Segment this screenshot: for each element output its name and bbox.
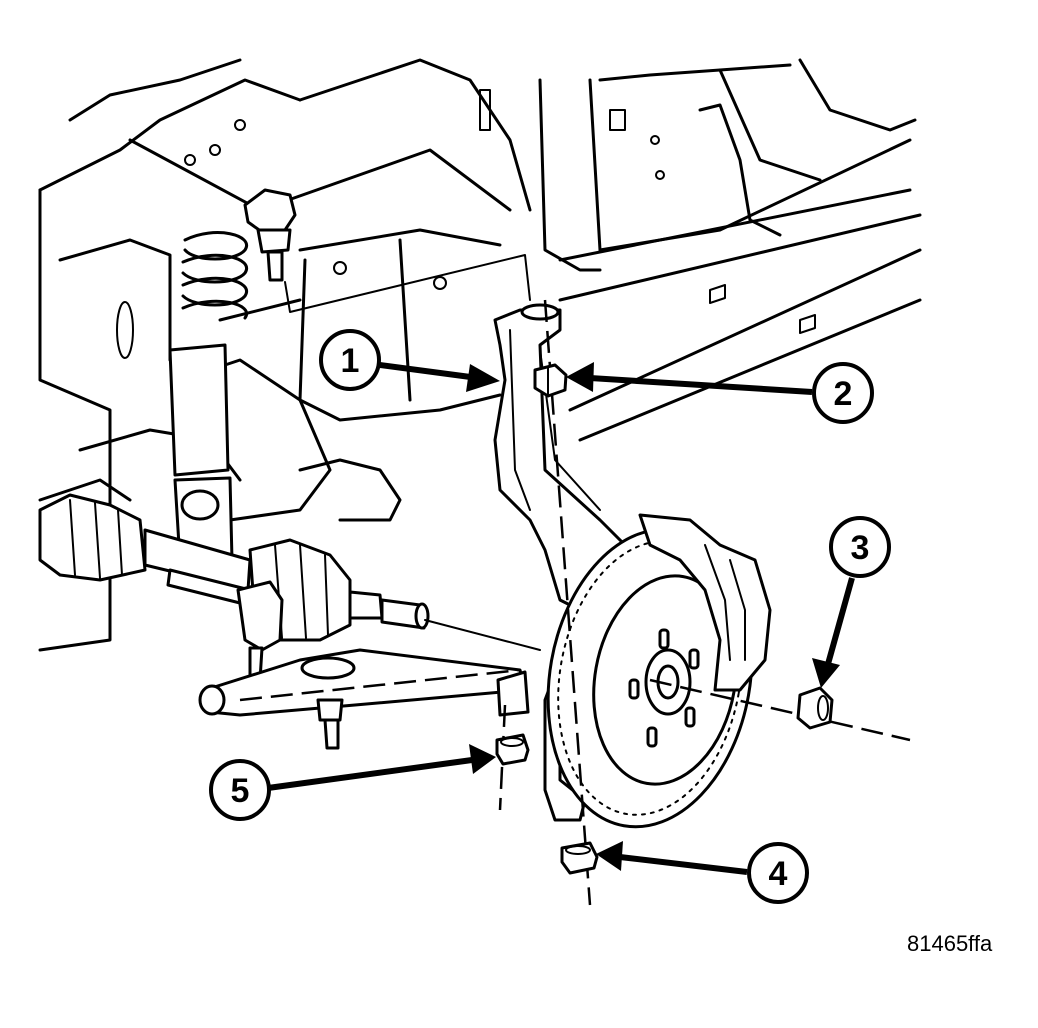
callout-5-label: 5: [231, 772, 250, 810]
lower-control-arm: [198, 648, 527, 750]
upper-ball-joint: [243, 188, 297, 282]
callout-1-label: 1: [341, 342, 360, 380]
callout-1: 1: [319, 329, 381, 391]
brake-rotor: [546, 527, 754, 829]
tie-rod-end: [166, 568, 284, 682]
upper-ball-joint-nut: [533, 363, 568, 398]
callout-5: 5: [209, 759, 271, 821]
tie-rod-nut: [495, 733, 530, 766]
hub-nut: [796, 686, 834, 730]
callout-4-label: 4: [769, 855, 788, 893]
alignment-lines: [239, 254, 911, 906]
coil-spring: [181, 231, 249, 320]
callout-3: 3: [829, 516, 891, 578]
drive-shaft: [38, 493, 430, 642]
callout-arrows: [267, 362, 855, 875]
callout-2: 2: [812, 362, 874, 424]
brake-caliper: [638, 513, 772, 692]
callout-3-label: 3: [851, 529, 870, 567]
figure-id-label: 81465ffa: [907, 931, 993, 956]
callout-4: 4: [747, 842, 809, 904]
strut: [168, 343, 234, 564]
callout-2-label: 2: [834, 375, 853, 413]
lower-ball-joint-nut: [560, 841, 599, 875]
